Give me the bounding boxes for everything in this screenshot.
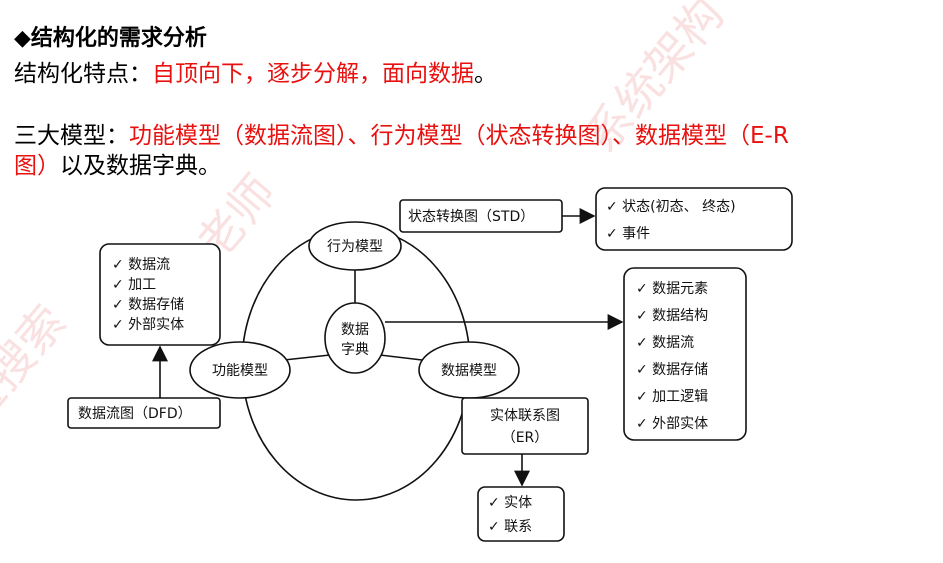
models-label: 三大模型： — [14, 123, 129, 149]
std-item: ✓ 状态(初态、 终态) — [606, 198, 736, 215]
features-label: 结构化特点： — [14, 61, 152, 87]
std-label: 状态转换图（STD） — [408, 208, 534, 225]
data-dictionary-label: 字典 — [341, 342, 369, 358]
dfd-box — [67, 397, 221, 429]
std-box — [399, 199, 563, 233]
models-end: 以及数据字典。 — [60, 153, 221, 179]
dfd-item: ✓ 数据存储 — [112, 297, 184, 313]
models-value-cont: 图） — [14, 153, 60, 179]
dd-item: ✓ 加工逻辑 — [636, 389, 708, 405]
er-box — [461, 397, 589, 455]
dd-items-box — [623, 267, 747, 441]
models-line-2: 图）以及数据字典。 — [14, 146, 221, 180]
er-item: ✓ 实体 — [488, 495, 532, 511]
dd-item: ✓ 外部实体 — [636, 416, 708, 432]
dd-item: ✓ 数据流 — [636, 335, 694, 351]
er-label: 实体联系图 — [490, 408, 560, 424]
er-items-box — [477, 486, 565, 542]
connector — [379, 354, 423, 361]
er-item: ✓ 联系 — [488, 519, 532, 535]
models-line-1: 三大模型：功能模型（数据流图）、行为模型（状态转换图）、数据模型（E-R — [14, 116, 789, 150]
dfd-item: ✓ 数据流 — [112, 257, 170, 273]
dfd-label: 数据流图（DFD） — [78, 406, 192, 422]
slide-title: ◆结构化的需求分析 — [14, 26, 207, 51]
models-value: 功能模型（数据流图）、行为模型（状态转换图）、数据模型（E-R — [129, 123, 789, 149]
function-model-label: 功能模型 — [212, 363, 268, 379]
features-end: 。 — [474, 61, 497, 87]
features-value: 自顶向下，逐步分解，面向数据 — [152, 61, 474, 87]
data-model-label: 数据模型 — [441, 363, 497, 379]
behavior-model-node — [308, 221, 402, 271]
dfd-item: ✓ 加工 — [112, 277, 156, 293]
data-dictionary-node — [324, 302, 386, 374]
er-label: （ER） — [502, 430, 549, 446]
std-items-box — [595, 187, 793, 251]
dfd-items-box — [99, 243, 221, 346]
connector — [283, 354, 331, 361]
features-line: 结构化特点：自顶向下，逐步分解，面向数据。 — [14, 54, 497, 88]
data-dictionary-label: 数据 — [341, 322, 369, 338]
dd-item: ✓ 数据存储 — [636, 362, 708, 378]
std-item: ✓ 事件 — [606, 226, 650, 242]
behavior-model-label: 行为模型 — [327, 239, 383, 255]
dfd-item: ✓ 外部实体 — [112, 317, 184, 333]
function-model-node — [189, 341, 291, 399]
dd-item: ✓ 数据结构 — [636, 308, 708, 324]
dd-item: ✓ 数据元素 — [636, 281, 708, 297]
